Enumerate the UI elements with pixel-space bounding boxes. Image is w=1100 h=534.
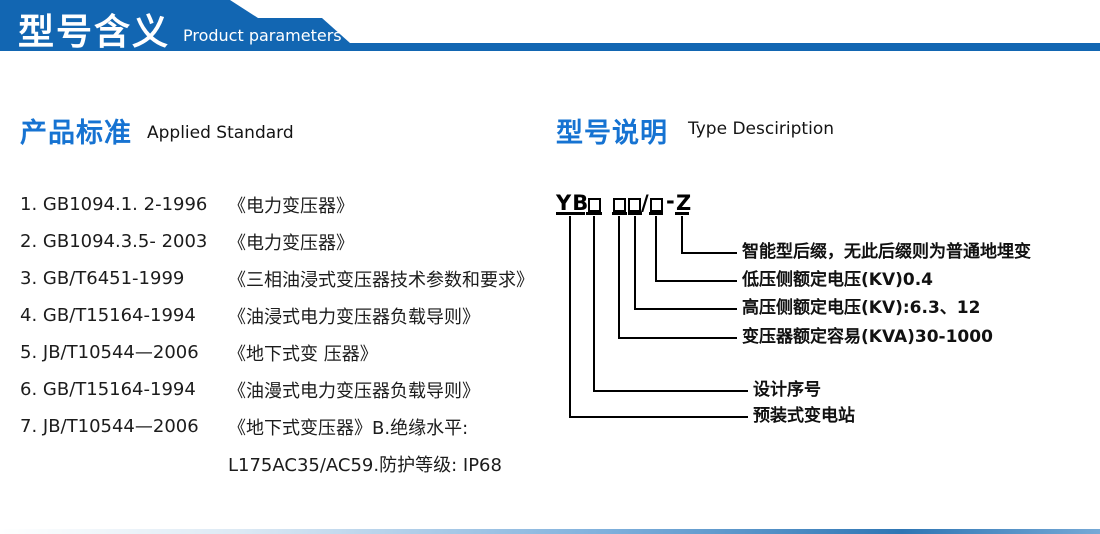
list-item: L175AC35/AC59.防护等级: IP68	[20, 445, 560, 482]
standard-code: 6. GB/T15164-1994	[20, 379, 196, 400]
standard-title: 《油漫式电力变压器负载导则》	[228, 380, 480, 402]
applied-standard-title-en: Applied Standard	[147, 123, 294, 143]
bottom-accent-bar	[0, 529, 1100, 534]
diagram-label: 变压器额定容易(KVA)30-1000	[742, 327, 993, 347]
diagram-label: 高压侧额定电压(KV):6.3、12	[742, 298, 981, 318]
connector-line	[569, 216, 748, 418]
type-description-title: 型号说明	[556, 118, 668, 149]
connector-line	[634, 216, 737, 310]
diagram-label: 预装式变电站	[753, 406, 855, 426]
list-item: 5. JB/T10544—2006 《地下式变 压器》	[20, 334, 560, 371]
standard-title: 《电力变压器》	[228, 195, 354, 217]
connector-line	[681, 216, 737, 254]
model-code-dash: -	[666, 189, 675, 213]
placeholder-box	[588, 198, 601, 212]
standards-list: 1. GB1094.1. 2-1996《电力变压器》2. GB1094.3.5-…	[20, 186, 560, 482]
list-item: 7. JB/T10544—2006 《地下式变压器》B.绝缘水平:	[20, 408, 560, 445]
applied-standard-title: 产品标准	[20, 118, 132, 149]
standard-code: 5. JB/T10544—2006	[20, 342, 199, 363]
model-code-prefix: YB	[556, 191, 590, 215]
standard-title: 《电力变压器》	[228, 232, 354, 254]
diagram-label: 低压侧额定电压(KV)0.4	[742, 270, 933, 290]
standard-title: L175AC35/AC59.防护等级: IP68	[228, 454, 502, 476]
standard-title: 《油浸式电力变压器负载导则》	[228, 306, 480, 328]
header-banner-shape	[0, 0, 1100, 51]
code-underline	[628, 212, 642, 215]
standard-code: 4. GB/T15164-1994	[20, 305, 196, 326]
diagram-label: 设计序号	[753, 380, 821, 400]
connector-line	[655, 216, 737, 282]
list-item: 1. GB1094.1. 2-1996 《电力变压器》	[20, 186, 560, 223]
standard-code: 1. GB1094.1. 2-1996	[20, 194, 208, 215]
placeholder-box	[613, 198, 626, 212]
code-underline	[586, 212, 602, 215]
standard-title: 《地下式变 压器》	[228, 343, 378, 365]
list-item: 2. GB1094.3.5- 2003 《电力变压器》	[20, 223, 560, 260]
model-code-suffix: Z	[676, 191, 692, 215]
list-item: 3. GB/T6451-1999 《三相油浸式变压器技术参数和要求》	[20, 260, 560, 297]
page-title: 型号含义	[18, 12, 171, 53]
code-underline	[612, 212, 627, 215]
standard-title: 《地下式变压器》B.绝缘水平:	[228, 417, 469, 439]
type-description-title-en: Type Desciription	[688, 119, 834, 139]
code-underline	[556, 212, 585, 215]
placeholder-box	[650, 198, 663, 212]
model-code-slash: /	[641, 191, 649, 215]
standard-code: 3. GB/T6451-1999	[20, 268, 185, 289]
standard-title: 《三相油浸式变压器技术参数和要求》	[228, 269, 534, 291]
connector-line	[618, 216, 737, 339]
standard-code: 2. GB1094.3.5- 2003	[20, 231, 208, 252]
page-subtitle: Product parameters	[183, 26, 342, 45]
code-underline	[675, 212, 689, 215]
standard-code: 7. JB/T10544—2006	[20, 416, 199, 437]
placeholder-box	[628, 198, 641, 212]
diagram-label: 智能型后缀，无此后缀则为普通地埋变	[742, 242, 1031, 262]
list-item: 6. GB/T15164-1994 《油漫式电力变压器负载导则》	[20, 371, 560, 408]
connector-line	[593, 216, 748, 392]
code-underline	[649, 212, 663, 215]
list-item: 4. GB/T15164-1994 《油浸式电力变压器负载导则》	[20, 297, 560, 334]
